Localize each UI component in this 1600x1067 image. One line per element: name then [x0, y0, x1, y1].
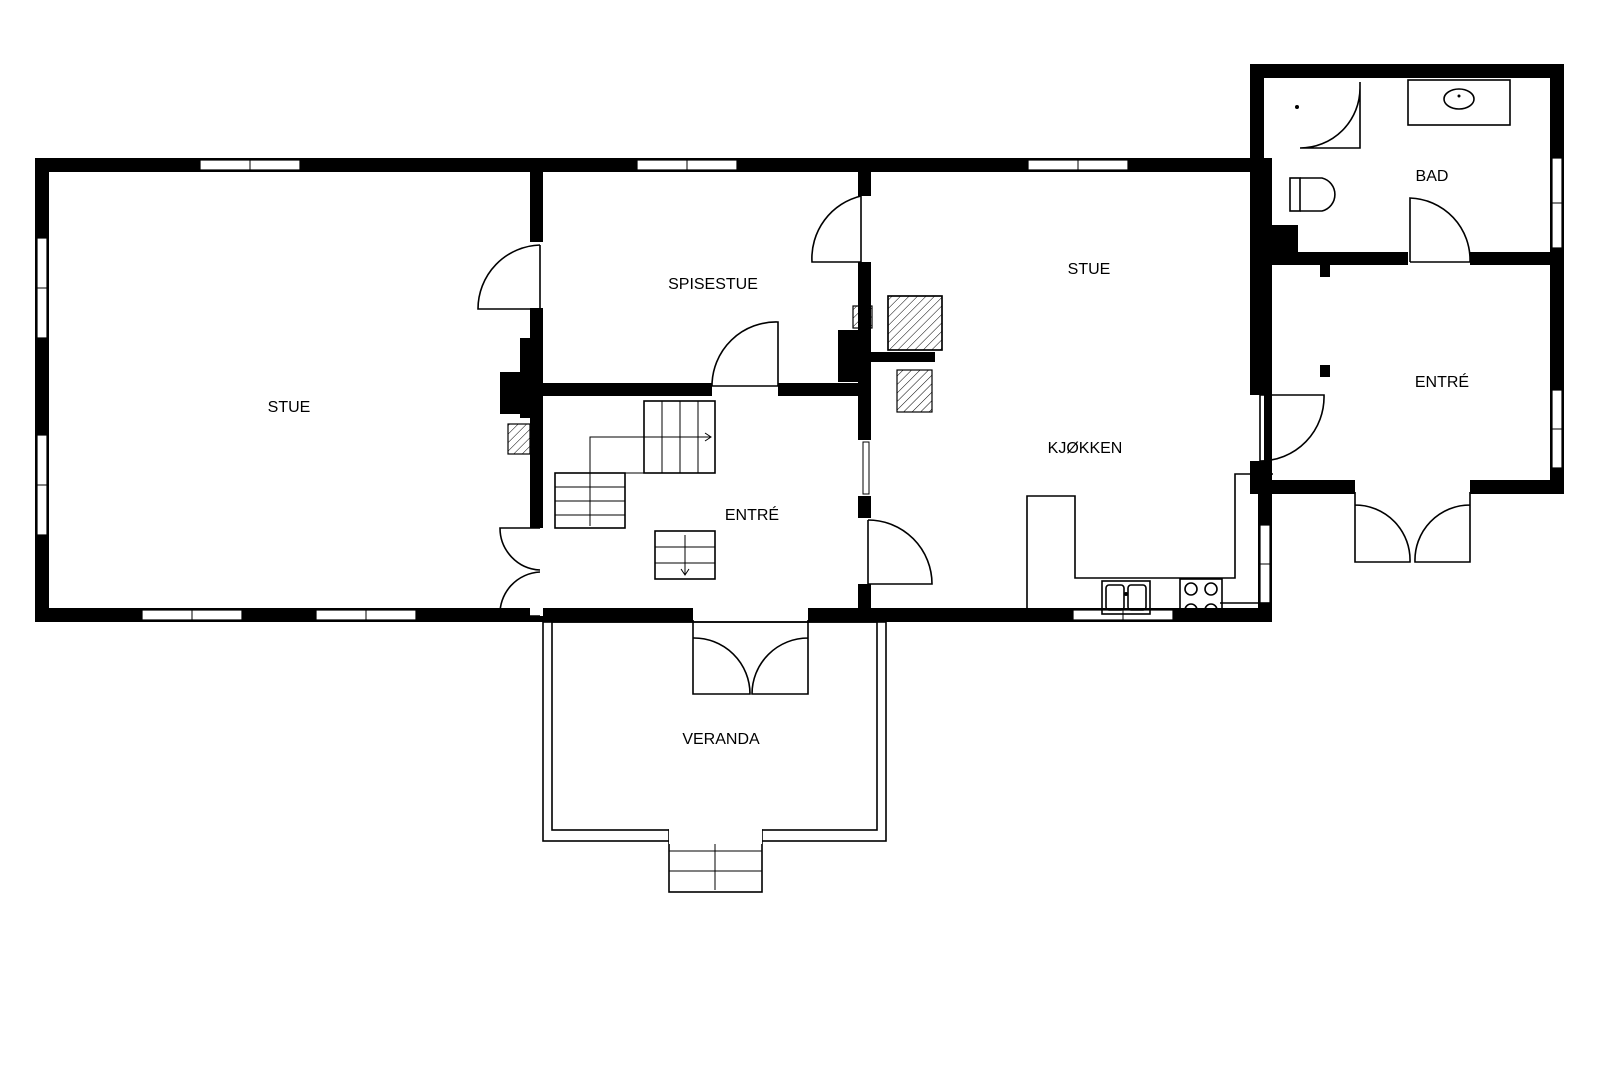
room-labels: STUE SPISESTUE ENTRÉ STUE KJØKKEN BAD EN… [268, 168, 1469, 748]
doors [477, 82, 1471, 695]
room-label-entre-center: ENTRÉ [725, 505, 779, 524]
bathroom-fixtures [1289, 79, 1511, 212]
room-label-bad: BAD [1416, 168, 1449, 185]
fireplaces [507, 295, 943, 455]
kitchen-fixtures [1026, 473, 1273, 622]
veranda-railing [542, 621, 887, 844]
room-label-kjokken: KJØKKEN [1048, 440, 1123, 457]
room-label-stue-left: STUE [268, 399, 311, 416]
room-label-spisestue: SPISESTUE [668, 276, 758, 293]
room-label-entre-right: ENTRÉ [1415, 372, 1469, 391]
room-label-stue-right: STUE [1068, 261, 1111, 278]
windows [36, 157, 1563, 621]
stairs [554, 400, 763, 893]
room-label-veranda: VERANDA [682, 731, 760, 748]
